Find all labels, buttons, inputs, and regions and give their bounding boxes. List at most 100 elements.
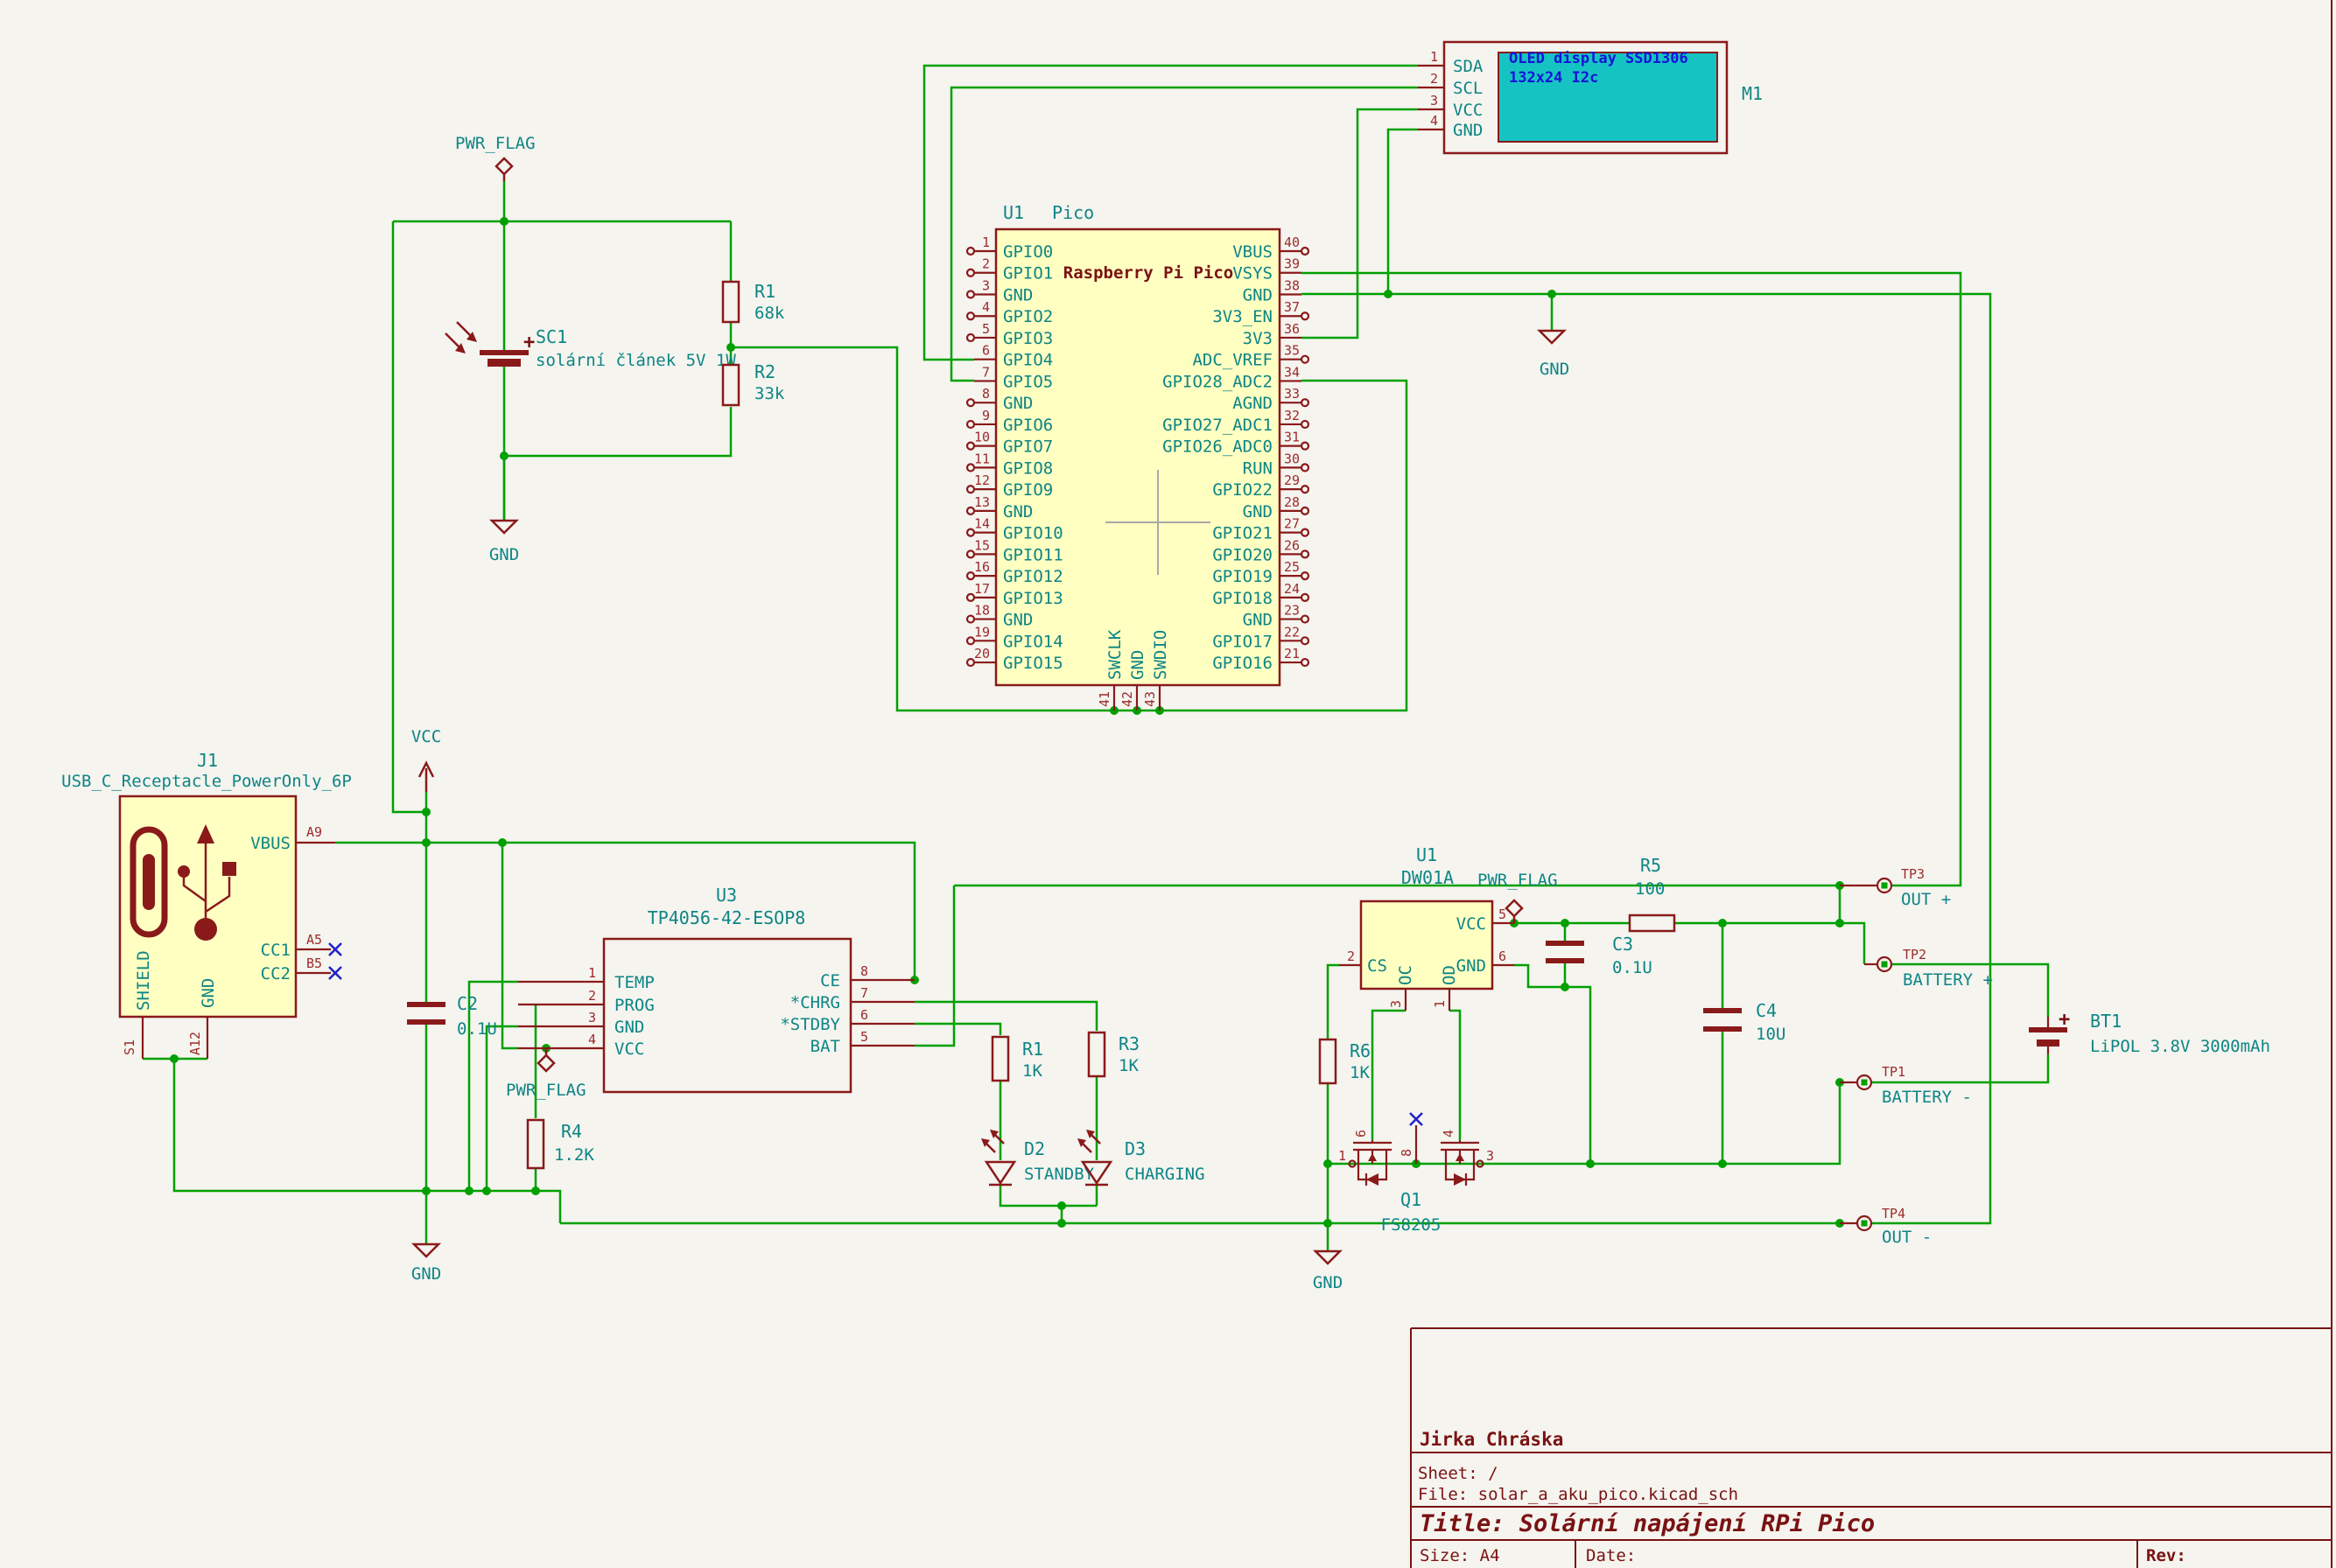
dw01a-pin2-name: CS: [1367, 956, 1387, 976]
pin-name: GPIO0: [1003, 242, 1053, 262]
pin-number: 43: [1142, 691, 1158, 707]
pin-number: 7: [860, 985, 868, 1001]
pico-value: Pico: [1052, 202, 1094, 223]
capacitor-c2[interactable]: C2 0.1U: [407, 993, 497, 1039]
gnd-symbol-q1[interactable]: GND: [1313, 1251, 1343, 1292]
j1-pad-a5: A5: [306, 932, 322, 948]
j1-pad-s1: S1: [122, 1040, 137, 1055]
capacitor-c3[interactable]: C3 0.1U: [1546, 934, 1652, 977]
pin-number: 10: [974, 430, 990, 445]
testpoint-tp2[interactable]: TP2 BATTERY +: [1864, 947, 1993, 990]
pin-name: ADC_VREF: [1192, 351, 1273, 370]
bt1-ref: BT1: [2090, 1011, 2122, 1032]
pin-name: 3V3_EN: [1212, 307, 1273, 326]
pin-name: GND: [1003, 394, 1033, 413]
ic-tp4056-u3[interactable]: U3 TP4056-42-ESOP8 1TEMP2PROG3GND4VCC8CE…: [518, 885, 915, 1092]
vcc-symbol[interactable]: VCC: [411, 727, 441, 792]
pin-name: RUN: [1243, 458, 1273, 478]
r5-value: 100: [1635, 879, 1665, 899]
title-block-file: File: solar_a_aku_pico.kicad_sch: [1418, 1485, 1738, 1504]
title-block-size: Size: A4: [1420, 1546, 1500, 1565]
testpoint-tp1[interactable]: TP1 BATTERY -: [1840, 1064, 1972, 1107]
gnd-symbol-solar[interactable]: GND: [489, 521, 519, 564]
pwr-flag-u3[interactable]: PWR_FLAG: [506, 1048, 586, 1100]
r6-value: 1K: [1350, 1063, 1370, 1082]
pwr-flag-label: PWR_FLAG: [455, 134, 536, 153]
pin-end-circle: [1301, 529, 1308, 536]
oled-module-m1[interactable]: OLED display SSD1306 132x24 I2c M1 1SDA2…: [1418, 42, 1763, 153]
resistor-r5[interactable]: R5 100: [1630, 855, 1674, 931]
led-d2[interactable]: D2 STANDBY: [981, 1130, 1095, 1185]
pin-end-circle: [967, 572, 974, 579]
solar-value: solární článek 5V 1W: [536, 351, 736, 370]
testpoint-tp3[interactable]: TP3 OUT +: [1840, 866, 1951, 909]
pin-number: 35: [1284, 343, 1300, 359]
pin-end-circle: [1301, 637, 1308, 644]
q1-pin6: 6: [1353, 1130, 1369, 1138]
pin-name: VCC: [1453, 101, 1483, 120]
pin-end-circle: [967, 334, 974, 341]
oled-text-line2: 132x24 I2c: [1509, 69, 1598, 87]
u3-ref: U3: [716, 885, 737, 906]
pin-name: VBUS: [1232, 242, 1273, 262]
dw01a-pin3-name: OC: [1396, 965, 1415, 985]
pin-end-circle: [1301, 421, 1308, 428]
resistor-r1-divider[interactable]: R1 68k: [723, 281, 785, 323]
c4-ref: C4: [1756, 1000, 1777, 1021]
pin-number: 33: [1284, 386, 1300, 402]
pin-number: 18: [974, 603, 990, 619]
r2-value: 33k: [754, 384, 785, 403]
ic-dw01a[interactable]: U1 DW01A 5 VCC 6 GND 2 CS 3 OC 1 OD: [1339, 844, 1514, 1011]
resistor-r4[interactable]: R4 1.2K: [528, 1120, 594, 1168]
pin-name: GPIO15: [1003, 654, 1063, 673]
gnd-label: GND: [1540, 360, 1569, 379]
mosfet-q1-fs8205[interactable]: 1 6 8 4 3 Q1 FS8205: [1338, 1113, 1494, 1235]
pico-ref: U1: [1003, 202, 1024, 223]
battery-bt1[interactable]: + BT1 LiPOL 3.8V 3000mAh: [2029, 1009, 2270, 1056]
pin-number: 42: [1119, 691, 1135, 707]
resistor-r6[interactable]: R6 1K: [1320, 1040, 1371, 1083]
pin-number: 41: [1097, 691, 1112, 707]
resistor-r1-led[interactable]: R1 1K: [993, 1037, 1043, 1081]
pin-name: GPIO13: [1003, 589, 1063, 608]
title-block: Jirka Chráska Sheet: / File: solar_a_aku…: [1411, 0, 2332, 1568]
usb-c-connector-j1[interactable]: J1 USB_C_Receptacle_PowerOnly_6P VBUS CC…: [61, 750, 352, 1059]
dw01a-pin5-num: 5: [1498, 906, 1506, 922]
pin-name: GND: [1243, 502, 1273, 522]
pin-name: GPIO1: [1003, 264, 1053, 284]
pin-name: GND: [1003, 285, 1033, 304]
pin-number: 20: [974, 646, 990, 662]
pin-number: 22: [1284, 624, 1300, 640]
solar-cell-sc1[interactable]: + SC1 solární článek 5V 1W: [445, 322, 736, 370]
c2-value: 0.1U: [457, 1019, 497, 1039]
pin-number: 31: [1284, 430, 1300, 445]
pin-name: GND: [1243, 285, 1273, 304]
pin-number: 11: [974, 451, 990, 466]
pin-name: PROG: [614, 996, 655, 1015]
c4-value: 10U: [1756, 1025, 1785, 1044]
resistor-r3-led[interactable]: R3 1K: [1089, 1032, 1140, 1076]
testpoint-tp4[interactable]: TP4 OUT -: [1840, 1206, 1932, 1247]
pin-number: 3: [588, 1010, 596, 1026]
pin-number: 37: [1284, 299, 1300, 315]
pin-name: BAT: [810, 1037, 840, 1056]
pin-end-circle: [967, 248, 974, 255]
pin-name: GPIO20: [1212, 545, 1273, 564]
q1-value: FS8205: [1381, 1215, 1442, 1235]
pwr-flag-solar[interactable]: PWR_FLAG: [455, 134, 536, 181]
pin-number: 2: [1430, 71, 1438, 87]
gnd-symbol-pico[interactable]: GND: [1540, 331, 1569, 379]
pin-name: GND: [1128, 650, 1147, 680]
pin-end-circle: [967, 421, 974, 428]
gnd-symbol-c2[interactable]: GND: [411, 1244, 441, 1284]
pin-number: 3: [982, 277, 990, 293]
pin-name: GPIO9: [1003, 480, 1053, 500]
r2-ref: R2: [754, 361, 775, 382]
capacitor-c4[interactable]: C4 10U: [1703, 1000, 1785, 1044]
pin-number: 21: [1284, 646, 1300, 662]
ic-pico[interactable]: U1 Pico Raspberry Pi Pico 1GPIO02GPIO13G…: [967, 202, 1308, 710]
pin-number: 9: [982, 408, 990, 424]
pin-end-circle: [1301, 248, 1308, 255]
